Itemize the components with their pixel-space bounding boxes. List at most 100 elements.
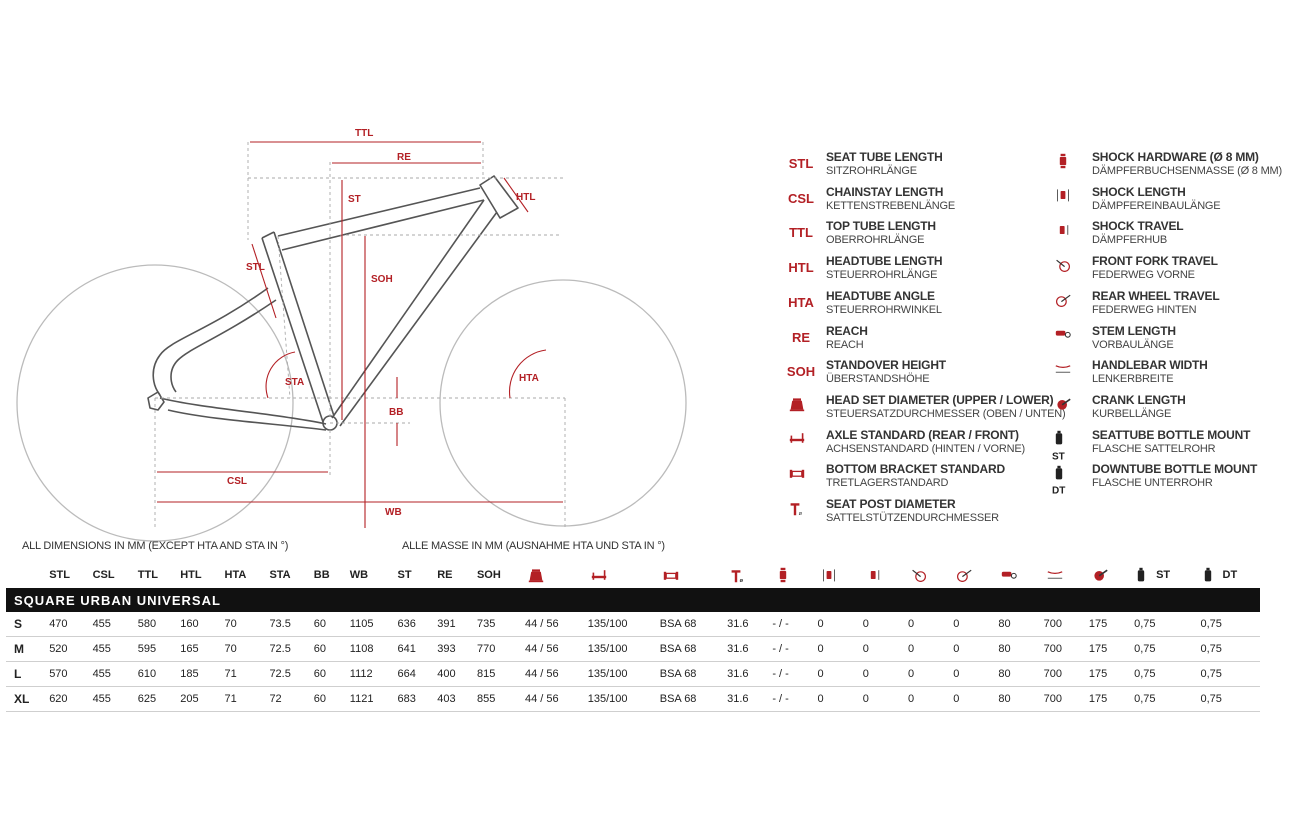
table-cell: 73.5 (261, 612, 306, 637)
column-header: WB (342, 562, 390, 588)
table-cell: 0 (809, 612, 855, 637)
legend-icon-wrap: ST (1052, 430, 1082, 462)
table-cell: - / - (764, 612, 810, 637)
rear-wheel-travel-icon (957, 569, 973, 583)
table-cell: 135/100 (579, 686, 652, 712)
table-cell: 855 (468, 686, 517, 712)
column-header: ST (390, 562, 430, 588)
handlebar-icon (1046, 571, 1063, 579)
table-cell: 72.5 (261, 636, 306, 662)
table-cell: 60 (305, 661, 342, 687)
table-cell: 0 (945, 686, 991, 712)
table-cell: 70 (216, 612, 262, 637)
table-cell: 1108 (341, 636, 390, 662)
table-cell: 80 (990, 636, 1036, 662)
table-cell: 0,75 (1192, 686, 1260, 712)
dim-label-re: RE (397, 152, 411, 163)
table-cell: 1105 (341, 612, 390, 637)
table-cell: 44 / 56 (516, 636, 580, 662)
table-cell: 770 (468, 636, 517, 662)
table-cell: 570 (41, 661, 85, 687)
legend-label-en: BOTTOM BRACKET STANDARD (826, 462, 1005, 477)
column-header-text: STA (269, 569, 291, 581)
crank-icon (1093, 569, 1108, 582)
column-header (1036, 562, 1081, 588)
table-cell: 165 (172, 636, 217, 662)
column-header: CSL (85, 562, 130, 588)
table-cell: 72 (261, 686, 306, 712)
stem-icon (1055, 330, 1071, 338)
dim-label-soh: SOH (371, 274, 393, 285)
dim-label-st: ST (348, 194, 361, 205)
seatpost-icon (731, 570, 744, 585)
legend-label-de: FLASCHE SATTELROHR (1092, 442, 1216, 455)
table-cell: 683 (389, 686, 430, 712)
legend-icon-wrap (1052, 256, 1082, 280)
table-cell: 71 (216, 686, 262, 712)
legend-label-de: SITZROHRLÄNGE (826, 165, 917, 177)
table-cell: 700 (1035, 661, 1081, 687)
table-cell: 80 (990, 612, 1036, 637)
table-cell: 72.5 (261, 661, 306, 687)
table-cell: 0 (899, 636, 946, 662)
column-header-text: WB (349, 569, 369, 581)
column-header: STL (41, 562, 84, 588)
table-cell: 135/100 (579, 636, 652, 662)
legend-item: HEAD SET DIAMETER (UPPER / LOWER)STEUERS… (786, 393, 1066, 425)
table-cell: 0,75 (1126, 661, 1193, 687)
table-cell: 60 (305, 636, 342, 662)
column-header-text: HTL (180, 569, 202, 581)
dim-label-htl: HTL (516, 192, 535, 203)
table-cell: 0,75 (1192, 612, 1260, 637)
legend-label-en: SHOCK LENGTH (1092, 184, 1186, 199)
legend-label-en: CRANK LENGTH (1092, 392, 1186, 407)
legend-icon-wrap (786, 395, 816, 419)
legend-label-de: FLASCHE UNTERROHR (1092, 477, 1213, 490)
dim-label-csl: CSL (227, 476, 247, 487)
legend-icon-suffix: DT (1052, 485, 1066, 497)
table-cell: 0,75 (1192, 636, 1260, 662)
legend-label-en: SEAT POST DIAMETER (826, 497, 956, 511)
column-header: DT (1193, 562, 1261, 588)
table-cell: 185 (172, 661, 217, 687)
shock-hardware-icon (780, 567, 787, 583)
bottom-bracket-icon (789, 469, 805, 479)
table-cell: 595 (129, 636, 173, 662)
table-cell: 60 (305, 612, 342, 637)
column-header-text: BB (313, 569, 330, 581)
dim-label-wb: WB (385, 507, 402, 518)
legend-item: AXLE STANDARD (REAR / FRONT)ACHSENSTANDA… (786, 428, 1026, 460)
legend-icon-suffix: ST (1052, 450, 1065, 462)
size-cell: XL (6, 686, 42, 712)
column-header (6, 562, 41, 588)
column-header: TTL (130, 562, 172, 588)
legend-abbr: TTL (789, 225, 813, 241)
table-cell: 0 (809, 636, 855, 662)
column-header (945, 562, 990, 588)
legend-label-en: REAR WHEEL TRAVEL (1092, 288, 1220, 303)
legend-label-de: ÜBERSTANDSHÖHE (826, 373, 930, 386)
table-cell: 0 (899, 661, 946, 687)
size-cell: M (6, 636, 42, 662)
table-cell: 0 (854, 636, 900, 662)
legend-icon-wrap (1052, 395, 1082, 419)
legend-label-en: REACH (826, 323, 868, 338)
dim-label-stl: STL (246, 262, 265, 273)
frame (147, 175, 519, 431)
legend-abbr: HTL (788, 260, 814, 276)
table-cell: 0 (809, 661, 855, 687)
table-cell: 44 / 56 (516, 686, 580, 712)
table-cell: 641 (389, 636, 430, 662)
bottom-bracket-icon (662, 571, 679, 581)
legend-label-en: AXLE STANDARD (REAR / FRONT) (826, 427, 1019, 442)
table-cell: 31.6 (719, 612, 765, 637)
legend-abbr: SOH (786, 364, 816, 380)
